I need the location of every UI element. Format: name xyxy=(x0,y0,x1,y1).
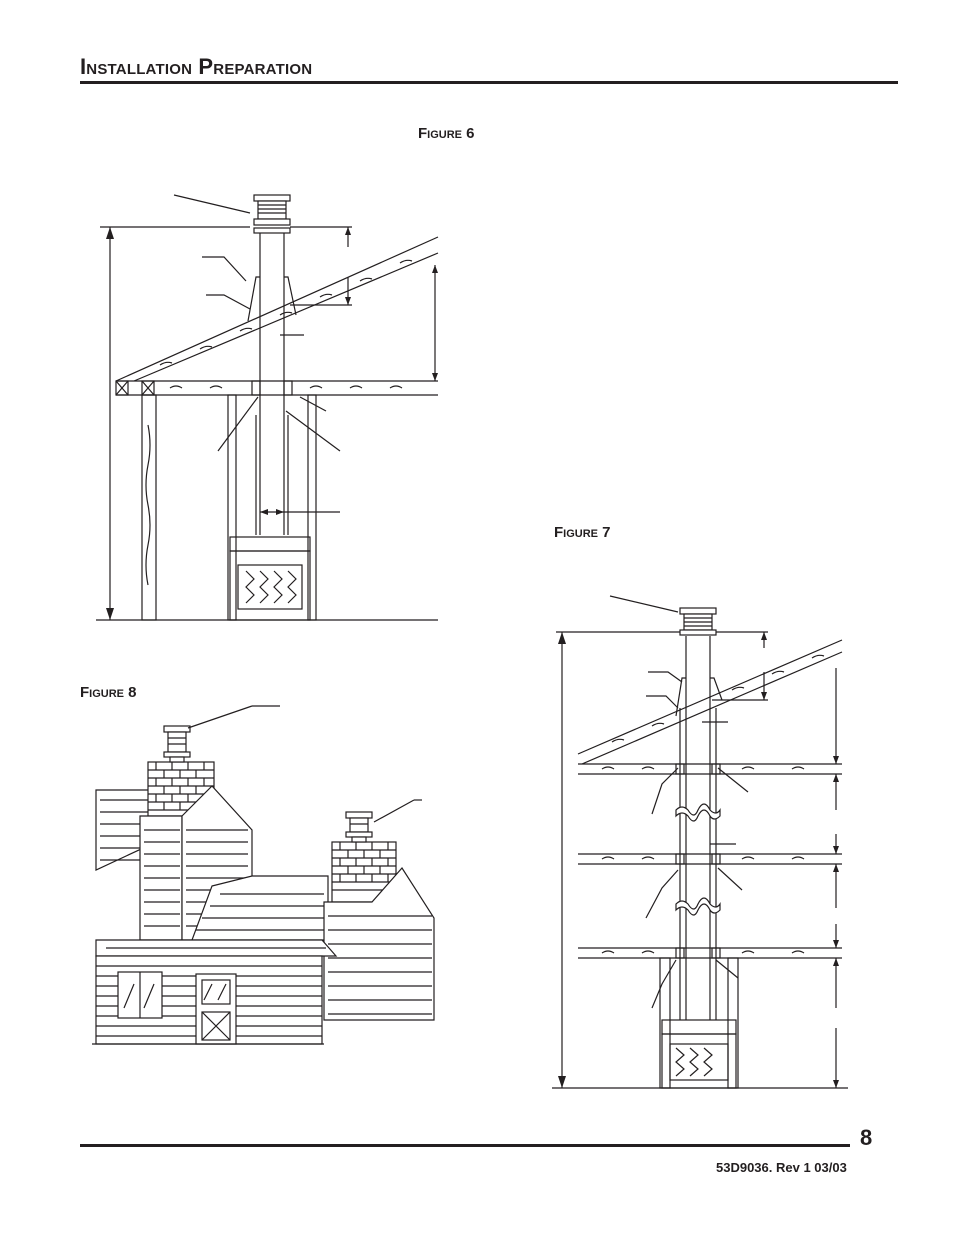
document-revision: 53D9036. Rev 1 03/03 xyxy=(716,1160,847,1175)
figure-6-caption: Figure 6 xyxy=(418,125,475,142)
title-rule xyxy=(80,81,898,84)
footer-rule xyxy=(80,1144,850,1147)
figure-7-diagram xyxy=(552,595,848,1089)
page-number: 8 xyxy=(860,1125,873,1150)
figure-8-caption: Figure 8 xyxy=(80,684,137,701)
figure-6-diagram xyxy=(96,194,439,621)
figure-7-caption: Figure 7 xyxy=(554,524,611,541)
figure-8-diagram xyxy=(92,705,435,1045)
page-title: Installation Preparation xyxy=(80,54,313,79)
